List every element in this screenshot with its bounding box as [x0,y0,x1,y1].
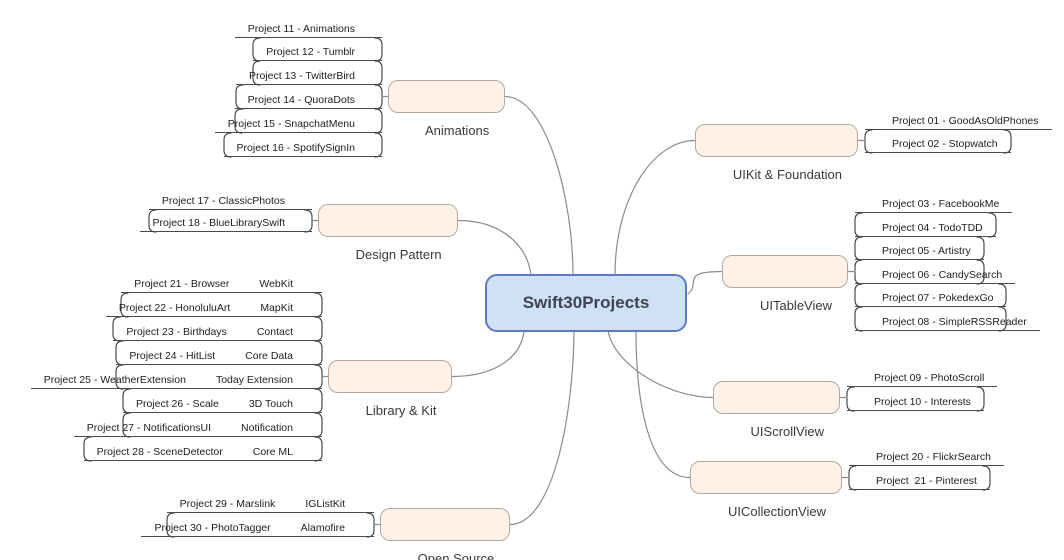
leaf-item[interactable]: Project 23 - Birthdays Contact [113,323,322,341]
leaf-label: Project 17 - ClassicPhotos [161,194,285,207]
branch-node-open-source[interactable]: Open Source [380,508,511,560]
leaf-item[interactable]: Project 11 - Animations [234,20,382,38]
leaf-item[interactable]: Project 20 - FlickrSearch [849,448,1004,466]
leaf-kit-label: Core ML [252,445,293,458]
center-node[interactable]: Swift30Projects [485,274,687,332]
leaf-label: Project 06 - CandySearch [882,268,1003,281]
leaf-item[interactable]: Project 05 - Artistry [855,242,984,260]
leaf-item[interactable]: Project 22 - HonoluluArt MapKit [105,299,322,317]
branch-node-label: Library & Kit [365,403,437,418]
leaf-label: Project 20 - FlickrSearch [876,450,991,463]
leaf-kit-label: Alamofire [300,521,345,534]
leaf-label: Project 16 - SpotifySignIn [236,141,355,154]
leaf-item[interactable]: Project 28 - SceneDetector Core ML [83,443,322,461]
leaf-item[interactable]: Project 21 - Pinterest [849,472,990,490]
leaf-item[interactable]: Project 13 - TwitterBird [235,67,382,85]
leaf-kit-label: 3D Touch [248,397,293,410]
leaf-item[interactable]: Project 02 - Stopwatch [865,135,1011,153]
leaf-item[interactable]: Project 30 - PhotoTagger Alamofire [141,519,374,537]
leaf-label: Project 01 - GoodAsOldPhones [892,114,1039,127]
branch-node-label: Open Source [417,551,495,560]
leaf-label: Project 21 - Browser [134,277,230,290]
branch-node-label: UITableView [759,298,832,313]
leaf-label: Project 27 - NotificationsUI [86,421,212,434]
branch-node-label: Design Pattern [355,247,442,262]
leaf-label: Project 29 - Marslink [179,497,276,510]
leaf-label: Project 26 - Scale [135,397,219,410]
leaf-label: Project 05 - Artistry [882,244,971,257]
leaf-item[interactable]: Project 15 - SnapchatMenu [214,115,382,133]
leaf-label: Project 08 - SimpleRSSReader [882,315,1027,328]
leaf-label: Project 14 - QuoraDots [247,93,355,106]
branch-node-animations[interactable]: Animations [388,80,506,138]
leaf-item[interactable]: Project 12 - Tumblr [253,43,382,61]
leaf-item[interactable]: Project 14 - QuoraDots [234,91,382,109]
leaf-kit-label: Today Extension [215,373,293,386]
leaf-label: Project 13 - TwitterBird [248,69,355,82]
leaf-label: Project 18 - BlueLibrarySwift [152,216,285,229]
leaf-kit-label: MapKit [260,301,293,314]
leaf-item[interactable]: Project 07 - PokedexGo [855,289,1007,307]
leaf-kit-label: Notification [241,421,293,434]
leaf-label: Project 22 - HonoluluArt [118,301,231,314]
leaf-label: Project 02 - Stopwatch [892,137,998,150]
leaf-kit-label: Core Data [245,349,293,362]
branch-node-uicollectionview[interactable]: UICollectionView [690,461,842,519]
leaf-item[interactable]: Project 18 - BlueLibrarySwift [139,214,312,232]
leaf-item[interactable]: Project 09 - PhotoScroll [847,369,998,387]
leaf-item[interactable]: Project 01 - GoodAsOldPhones [865,112,1052,130]
leaf-item[interactable]: Project 06 - CandySearch [855,266,1016,284]
leaf-label: Project 21 - Pinterest [876,474,977,487]
leaf-label: Project 03 - FacebookMe [882,197,1000,210]
leaf-item[interactable]: Project 08 - SimpleRSSReader [855,313,1040,331]
branch-node-design-pattern[interactable]: Design Pattern [318,204,458,262]
branch-node-uitableview[interactable]: UITableView [722,255,848,313]
branch-node-uikit-foundation[interactable]: UIKit & Foundation [695,124,858,182]
center-node-label: Swift30Projects [522,293,650,312]
leaf-item[interactable]: Project 21 - Browser WebKit [121,275,322,293]
leaf-label: Project 30 - PhotoTagger [154,521,271,534]
leaf-item[interactable]: Project 24 - HitList Core Data [116,347,322,365]
leaf-label: Project 07 - PokedexGo [882,291,994,304]
leaf-label: Project 25 - WeatherExtension [43,373,186,386]
leaf-item[interactable]: Project 04 - TodoTDD [855,219,996,237]
leaf-label: Project 12 - Tumblr [266,45,355,58]
branch-node-uiscrollview[interactable]: UIScrollView [712,381,840,439]
branch-node-label: Animations [424,123,490,138]
leaf-kit-label: Contact [256,325,293,338]
leaf-label: Project 10 - Interests [874,395,971,408]
leaf-kit-label: WebKit [259,277,293,290]
leaf-label: Project 04 - TodoTDD [882,221,983,234]
leaf-label: Project 23 - Birthdays [126,325,227,338]
leaf-item[interactable]: Project 16 - SpotifySignIn [223,139,382,157]
branch-node-label: UICollectionView [727,504,826,519]
branch-node-library-kit[interactable]: Library & Kit [328,360,453,418]
leaf-item[interactable]: Project 29 - Marslink IGListKit [166,495,374,513]
leaf-item[interactable]: Project 27 - NotificationsUI Notification [73,419,322,437]
leaf-kit-label: IGListKit [305,497,345,510]
leaf-label: Project 09 - PhotoScroll [874,371,985,384]
leaf-item[interactable]: Project 10 - Interests [847,393,984,411]
leaf-label: Project 15 - SnapchatMenu [227,117,355,130]
leaf-label: Project 11 - Animations [247,22,355,35]
leaf-label: Project 28 - SceneDetector [96,445,223,458]
leaf-label: Project 24 - HitList [129,349,216,362]
branch-node-label: UIScrollView [750,424,824,439]
leaf-item[interactable]: Project 26 - Scale 3D Touch [122,395,322,413]
leaf-item[interactable]: Project 25 - WeatherExtension Today Exten… [30,371,322,389]
leaf-item[interactable]: Project 03 - FacebookMe [855,195,1013,213]
leaf-item[interactable]: Project 17 - ClassicPhotos [148,192,312,210]
branch-node-label: UIKit & Foundation [732,167,842,182]
